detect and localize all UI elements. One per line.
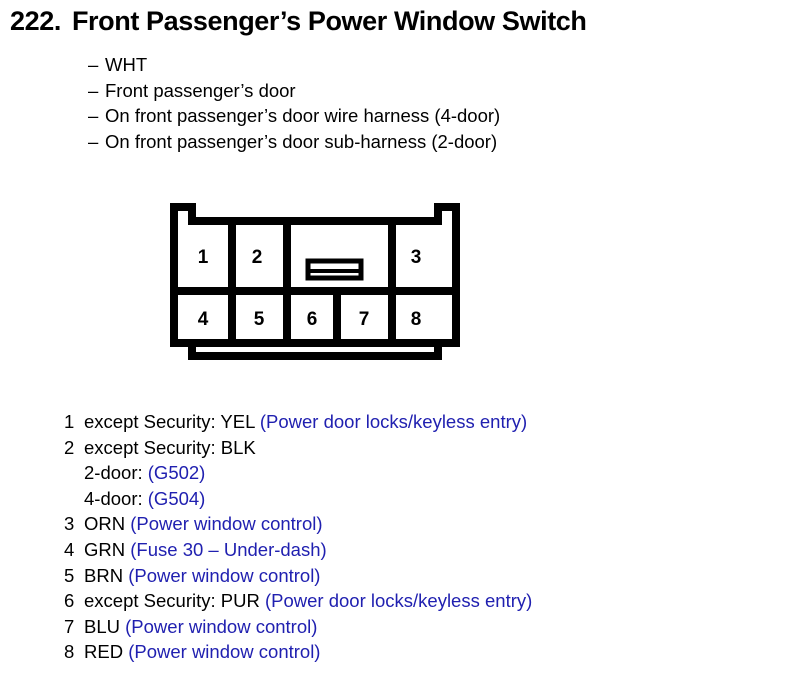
subheading-text: On front passenger’s door sub-harness (2… bbox=[105, 130, 498, 152]
pin-legend-sub-label: 2-door: bbox=[84, 462, 143, 484]
subheading-text: On front passenger’s door wire harness (… bbox=[105, 105, 501, 126]
pin-legend-number: 8 bbox=[64, 641, 75, 663]
pin-number-3: 3 bbox=[411, 247, 422, 268]
pin-legend-sub-label: 4-door: bbox=[84, 487, 143, 509]
pin-legend-wire: RED bbox=[84, 641, 124, 663]
pin-legend-number: 4 bbox=[64, 538, 75, 560]
connector-diagram: 1 2 3 4 5 6 7 8 bbox=[170, 203, 460, 363]
pin-legend-circuit: (Power window control) bbox=[128, 564, 321, 586]
pin-number-2: 2 bbox=[252, 247, 263, 268]
subheading-list: –WHT–Front passenger’s door–On front pas… bbox=[88, 52, 500, 154]
pin-legend-subrow: 4-door: (G504) bbox=[64, 486, 532, 512]
pin-legend-row: 7 BLU (Power window control) bbox=[64, 614, 532, 640]
subheading-row: –WHT bbox=[88, 52, 500, 78]
pin-legend-wire: ORN bbox=[84, 513, 126, 535]
page-title: 222. Front Passenger’s Power Window Switc… bbox=[10, 6, 587, 37]
subheading-text: Front passenger’s door bbox=[105, 79, 296, 101]
pin-legend-circuit: (Fuse 30 – Under-dash) bbox=[130, 538, 327, 560]
pin-legend-number: 5 bbox=[64, 564, 75, 586]
pin-legend-number: 3 bbox=[64, 513, 75, 535]
pin-legend-sub-ground: (G504) bbox=[147, 487, 206, 509]
pin-number-8: 8 bbox=[411, 309, 422, 330]
subheading-row: –On front passenger’s door wire harness … bbox=[88, 103, 500, 129]
pin-legend-wire: GRN bbox=[84, 538, 126, 560]
section-number: 222. bbox=[10, 6, 61, 36]
dash-bullet-icon: – bbox=[88, 54, 99, 75]
subheading-row: –On front passenger’s door sub-harness (… bbox=[88, 129, 500, 155]
subheading-text: WHT bbox=[105, 54, 148, 75]
pin-legend-row: 6 except Security: PUR (Power door locks/… bbox=[64, 588, 532, 614]
pin-legend-number: 6 bbox=[64, 590, 75, 612]
subheading-row: –Front passenger’s door bbox=[88, 78, 500, 104]
pin-legend-wire: except Security: YEL bbox=[84, 411, 255, 432]
pin-legend-subrow: 2-door: (G502) bbox=[64, 460, 532, 486]
dash-bullet-icon: – bbox=[88, 79, 99, 101]
pin-legend-row: 1 except Security: YEL (Power door locks/… bbox=[64, 409, 532, 435]
pin-legend-wire: BLU bbox=[84, 615, 120, 637]
dash-bullet-icon: – bbox=[88, 130, 99, 152]
pin-number-7: 7 bbox=[359, 309, 370, 330]
pin-number-5: 5 bbox=[254, 309, 265, 330]
pin-legend-row: 3 ORN (Power window control) bbox=[64, 511, 532, 537]
pin-legend-row: 5 BRN (Power window control) bbox=[64, 563, 532, 589]
pin-legend-row: 4 GRN (Fuse 30 – Under-dash) bbox=[64, 537, 532, 563]
pin-legend-wire: except Security: BLK bbox=[84, 436, 256, 458]
pin-legend-list: 1 except Security: YEL (Power door locks/… bbox=[64, 409, 532, 665]
pin-legend-number: 2 bbox=[64, 436, 75, 458]
pin-legend-circuit: (Power window control) bbox=[130, 513, 323, 535]
pin-legend-wire: except Security: PUR bbox=[84, 590, 260, 612]
pin-legend-circuit: (Power door locks/keyless entry) bbox=[264, 590, 533, 612]
pin-number-1: 1 bbox=[198, 247, 209, 268]
pin-legend-circuit: (Power window control) bbox=[125, 615, 318, 637]
pin-legend-row: 8 RED (Power window control) bbox=[64, 639, 532, 665]
pin-legend-circuit: (Power window control) bbox=[128, 641, 321, 663]
dash-bullet-icon: – bbox=[88, 105, 99, 126]
pin-legend-wire: BRN bbox=[84, 564, 124, 586]
pin-number-4: 4 bbox=[198, 309, 209, 330]
pin-legend-number: 1 bbox=[64, 411, 75, 432]
pin-legend-sub-ground: (G502) bbox=[147, 462, 206, 484]
pin-legend-circuit: (Power door locks/keyless entry) bbox=[259, 411, 528, 432]
pin-legend-number: 7 bbox=[64, 615, 75, 637]
pin-legend-row: 2 except Security: BLK bbox=[64, 435, 532, 461]
section-title: Front Passenger’s Power Window Switch bbox=[71, 6, 587, 36]
connector-outline bbox=[170, 203, 460, 360]
pin-number-6: 6 bbox=[307, 309, 318, 330]
